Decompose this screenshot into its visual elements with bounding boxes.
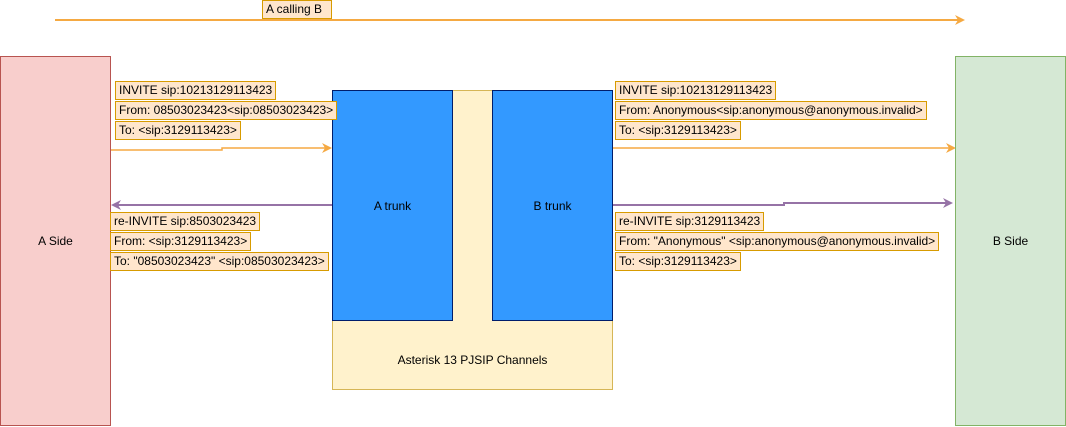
b-trunk-box: B trunk bbox=[492, 90, 613, 321]
right-invite-request: INVITE sip:10213129113423 bbox=[615, 81, 777, 100]
left-reinvite-request: re-INVITE sip:8503023423 bbox=[110, 212, 261, 231]
a-trunk-label: A trunk bbox=[373, 198, 412, 213]
left-invite-request: INVITE sip:10213129113423 bbox=[115, 81, 277, 100]
a-side-label: A Side bbox=[38, 234, 73, 248]
right-reinvite-to: To: <sip:3129113423> bbox=[615, 252, 741, 271]
right-reinvite-request: re-INVITE sip:3129113423 bbox=[615, 212, 765, 231]
right-invite-from: From: Anonymous<sip:anonymous@anonymous.… bbox=[615, 101, 927, 120]
invite-arrow-a-to-trunk bbox=[110, 143, 332, 153]
a-trunk-box: A trunk bbox=[332, 90, 453, 321]
diagram-title: A calling B bbox=[262, 0, 332, 19]
right-reinvite-from: From: "Anonymous" <sip:anonymous@anonymo… bbox=[615, 232, 940, 251]
reinvite-arrow-trunk-to-b bbox=[613, 198, 953, 208]
left-reinvite-from: From: <sip:3129113423> bbox=[110, 232, 252, 251]
right-invite-to: To: <sip:3129113423> bbox=[615, 121, 741, 140]
left-invite-to: To: <sip:3129113423> bbox=[115, 121, 241, 140]
b-side-box: B Side bbox=[955, 56, 1066, 426]
a-side-box: A Side bbox=[0, 56, 111, 426]
asterisk-label: Asterisk 13 PJSIP Channels bbox=[397, 353, 548, 367]
left-invite-from: From: 08503023423<sip:08503023423> bbox=[115, 101, 338, 120]
left-reinvite-to: To: "08503023423" <sip:08503023423> bbox=[110, 252, 329, 271]
b-side-label: B Side bbox=[992, 234, 1029, 248]
b-trunk-label: B trunk bbox=[533, 198, 572, 213]
